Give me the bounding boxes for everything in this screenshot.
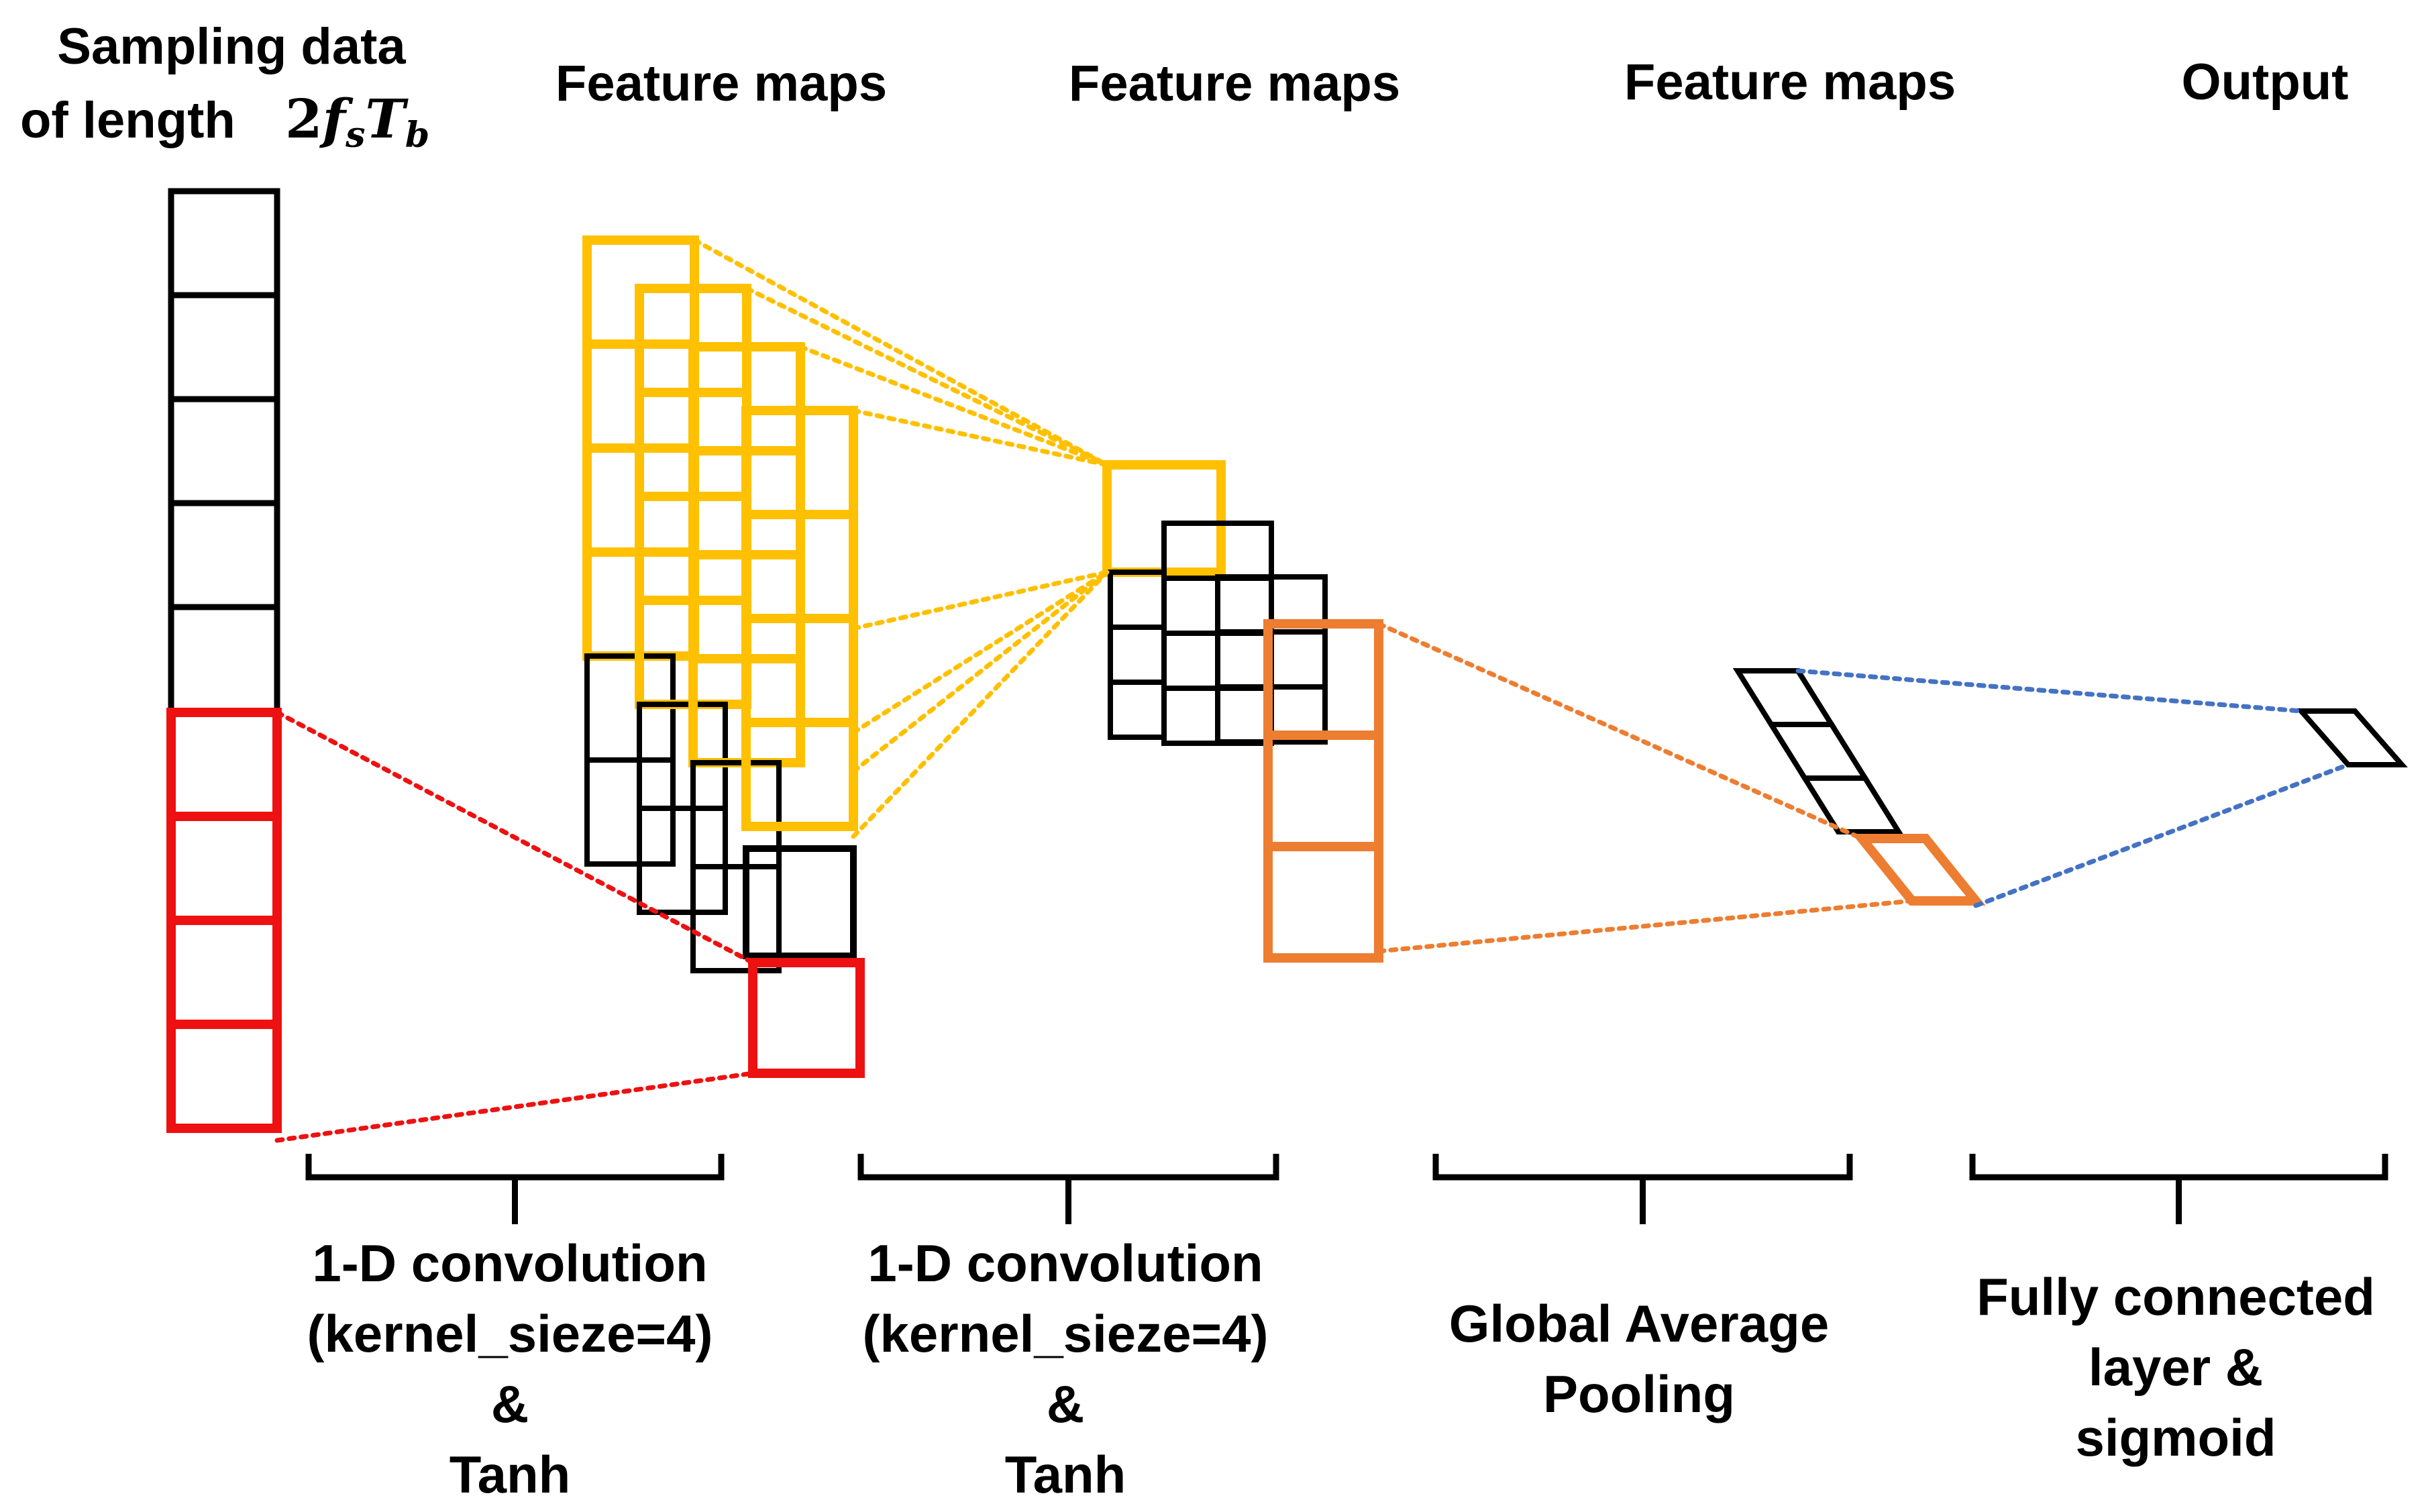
formula-b-subscript: b: [405, 115, 429, 156]
projection-line-yellow: [851, 570, 1110, 839]
fc-caption-line2: layer &: [2089, 1338, 2263, 1397]
gap-caption-line2: Pooling: [1543, 1364, 1735, 1423]
projection-line-orange: [1376, 898, 1915, 954]
feature-map-2-cell-orange: [1263, 842, 1383, 963]
conv2-caption-line1: 1-D convolution: [867, 1234, 1263, 1293]
brace-gap: [1432, 1154, 1853, 1181]
feature-map-3-cell: [1799, 775, 1904, 834]
feature-map-3-cell: [1732, 668, 1837, 727]
feature-map-1-cell: [637, 702, 728, 811]
feature-map-1-cell: [690, 864, 782, 973]
feature-map-3-cell-orange: [1852, 834, 1986, 906]
output-cell: [2295, 708, 2408, 767]
feature-map-1-front-cell-yellow: [741, 718, 858, 831]
input-header-line1: Sampling data: [57, 18, 406, 75]
gap-caption-line1: Global Average: [1449, 1294, 1829, 1353]
conv2-caption: 1-D convolution (kernel_sieze=4) & Tanh: [863, 1234, 1269, 1504]
conv1-caption: 1-D convolution (kernel_sieze=4) & Tanh: [307, 1234, 713, 1504]
input-cell: [168, 188, 280, 299]
conv2-caption-line2: (kernel_sieze=4): [863, 1304, 1269, 1363]
projection-line-yellow: [851, 570, 1110, 735]
brace-conv2: [857, 1154, 1279, 1181]
conv2-caption-line3: &: [1047, 1374, 1084, 1434]
feature-map-2-cell-orange: [1263, 731, 1383, 851]
conv1-caption-line2: (kernel_sieze=4): [307, 1304, 713, 1363]
projection-line-blue: [1973, 762, 2351, 908]
projection-line-blue: [1795, 668, 2304, 714]
feature-map-1-output-cell-red: [748, 958, 865, 1078]
conv2-caption-line4: Tanh: [1005, 1445, 1126, 1504]
feature-map-3-cell: [1766, 722, 1870, 781]
brace-fc: [1969, 1154, 2388, 1181]
feature-maps-label-1: Feature maps: [556, 55, 887, 112]
projection-line-yellow: [851, 570, 1110, 631]
feature-map-2-cell: [1108, 680, 1167, 740]
conv1-caption-line4: Tanh: [450, 1445, 571, 1504]
input-kernel-cell: [166, 812, 282, 925]
projection-line-red: [274, 1071, 755, 1143]
input-cell: [168, 604, 280, 714]
input-kernel-cell: [166, 708, 282, 821]
input-cell: [168, 500, 280, 610]
gap-caption: Global Average Pooling: [1449, 1294, 1829, 1423]
fc-caption-line3: sigmoid: [2075, 1408, 2276, 1467]
fc-caption: Fully connected layer & sigmoid: [1976, 1267, 2375, 1467]
projection-line-yellow: [744, 286, 1110, 468]
projection-line-yellow: [692, 237, 1110, 468]
input-length-formula: 2fsTb: [285, 87, 429, 156]
conv1-caption-line3: &: [491, 1374, 529, 1434]
feature-map-2-cell: [1108, 570, 1167, 630]
conv1-caption-line1: 1-D convolution: [312, 1234, 707, 1293]
projection-line-orange: [1376, 621, 1864, 841]
brace-conv1: [305, 1154, 725, 1181]
projection-line-yellow: [798, 344, 1110, 468]
formula-coef: 2: [285, 87, 323, 150]
formula-s-subscript: s: [345, 115, 365, 156]
diagram-shapes: [166, 188, 2408, 1224]
output-label: Output: [2181, 54, 2348, 111]
fc-caption-line1: Fully connected: [1976, 1267, 2375, 1326]
input-length-prefix: of length: [20, 92, 250, 149]
projection-line-yellow: [851, 570, 1110, 774]
projection-line-red: [274, 710, 755, 965]
input-kernel-cell: [166, 1020, 282, 1133]
input-header-line2: of length 2fsTb: [20, 87, 429, 156]
feature-map-1-cell: [584, 757, 676, 867]
input-kernel-cell: [166, 916, 282, 1029]
input-cell: [168, 396, 280, 506]
feature-map-2-cell: [1108, 625, 1167, 685]
feature-map-1-front-cell: [743, 845, 857, 959]
input-cell: [168, 292, 280, 402]
feature-maps-label-2: Feature maps: [1069, 55, 1400, 112]
feature-maps-label-3: Feature maps: [1624, 54, 1956, 111]
formula-T: T: [365, 87, 409, 150]
feature-map-1-cell: [637, 806, 728, 915]
projection-line-yellow: [851, 408, 1110, 468]
